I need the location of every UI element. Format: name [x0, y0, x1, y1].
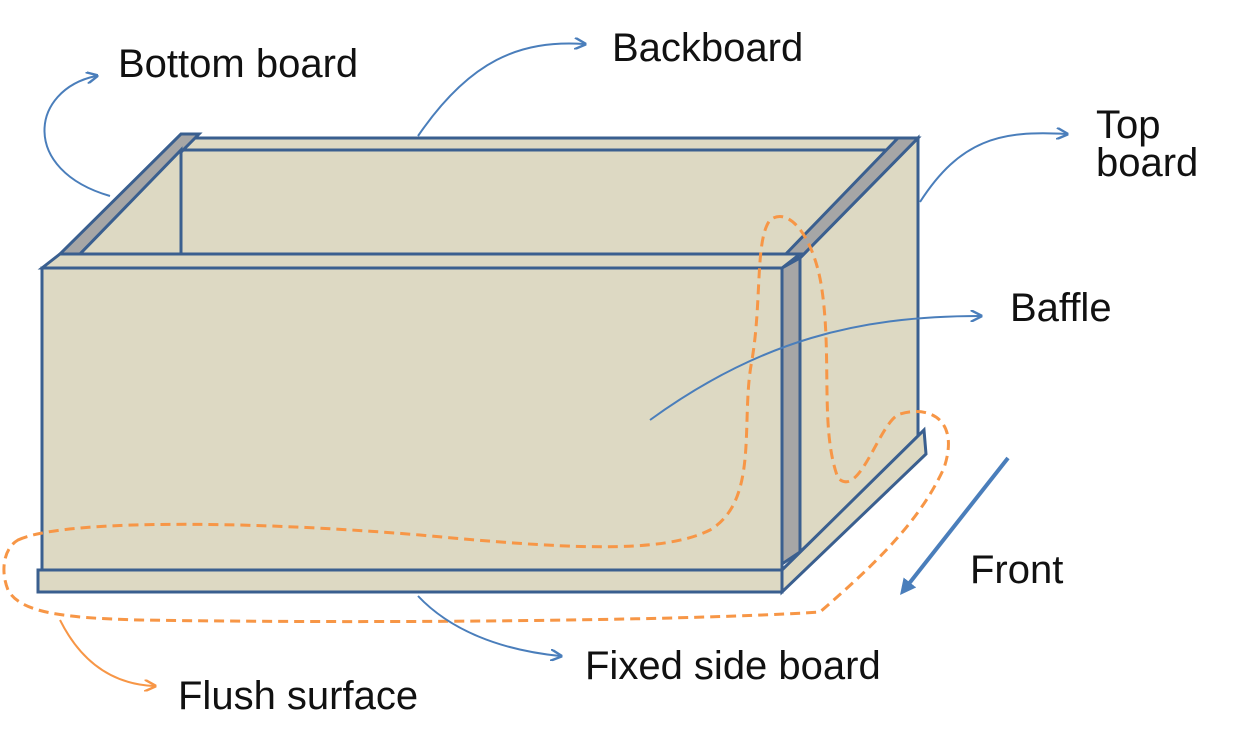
baffle-label: Baffle	[1010, 286, 1112, 330]
front-panel-top-edge	[37, 252, 805, 270]
baffle-strip	[780, 255, 802, 567]
backboard-inner-face	[179, 148, 896, 260]
top-board-label: Top board	[1096, 103, 1199, 185]
bottom-board-label: Bottom board	[118, 42, 359, 86]
backboard-panel	[179, 136, 920, 152]
bottom-board-face	[76, 146, 183, 256]
front-label: Front	[970, 548, 1064, 592]
backboard-label: Backboard	[612, 26, 804, 70]
fixed-side-board	[36, 568, 784, 594]
bottom-board-arrow	[43, 76, 111, 197]
front-panel	[40, 266, 784, 572]
fixed-side-board-arrow	[417, 595, 560, 656]
top-board-arrow	[919, 133, 1066, 203]
flush-surface-label: Flush surface	[178, 674, 419, 718]
flush-surface-outline	[2, 215, 950, 624]
baffle-arrow	[649, 316, 980, 421]
top-board-label-line1: Top	[1096, 103, 1161, 147]
front-direction-arrow	[900, 456, 1010, 596]
fixed-side-board-label: Fixed side board	[585, 644, 881, 688]
top-board-label-line2: board	[1096, 141, 1199, 185]
flush-surface-arrow	[59, 619, 154, 686]
backboard-arrow	[417, 44, 584, 137]
